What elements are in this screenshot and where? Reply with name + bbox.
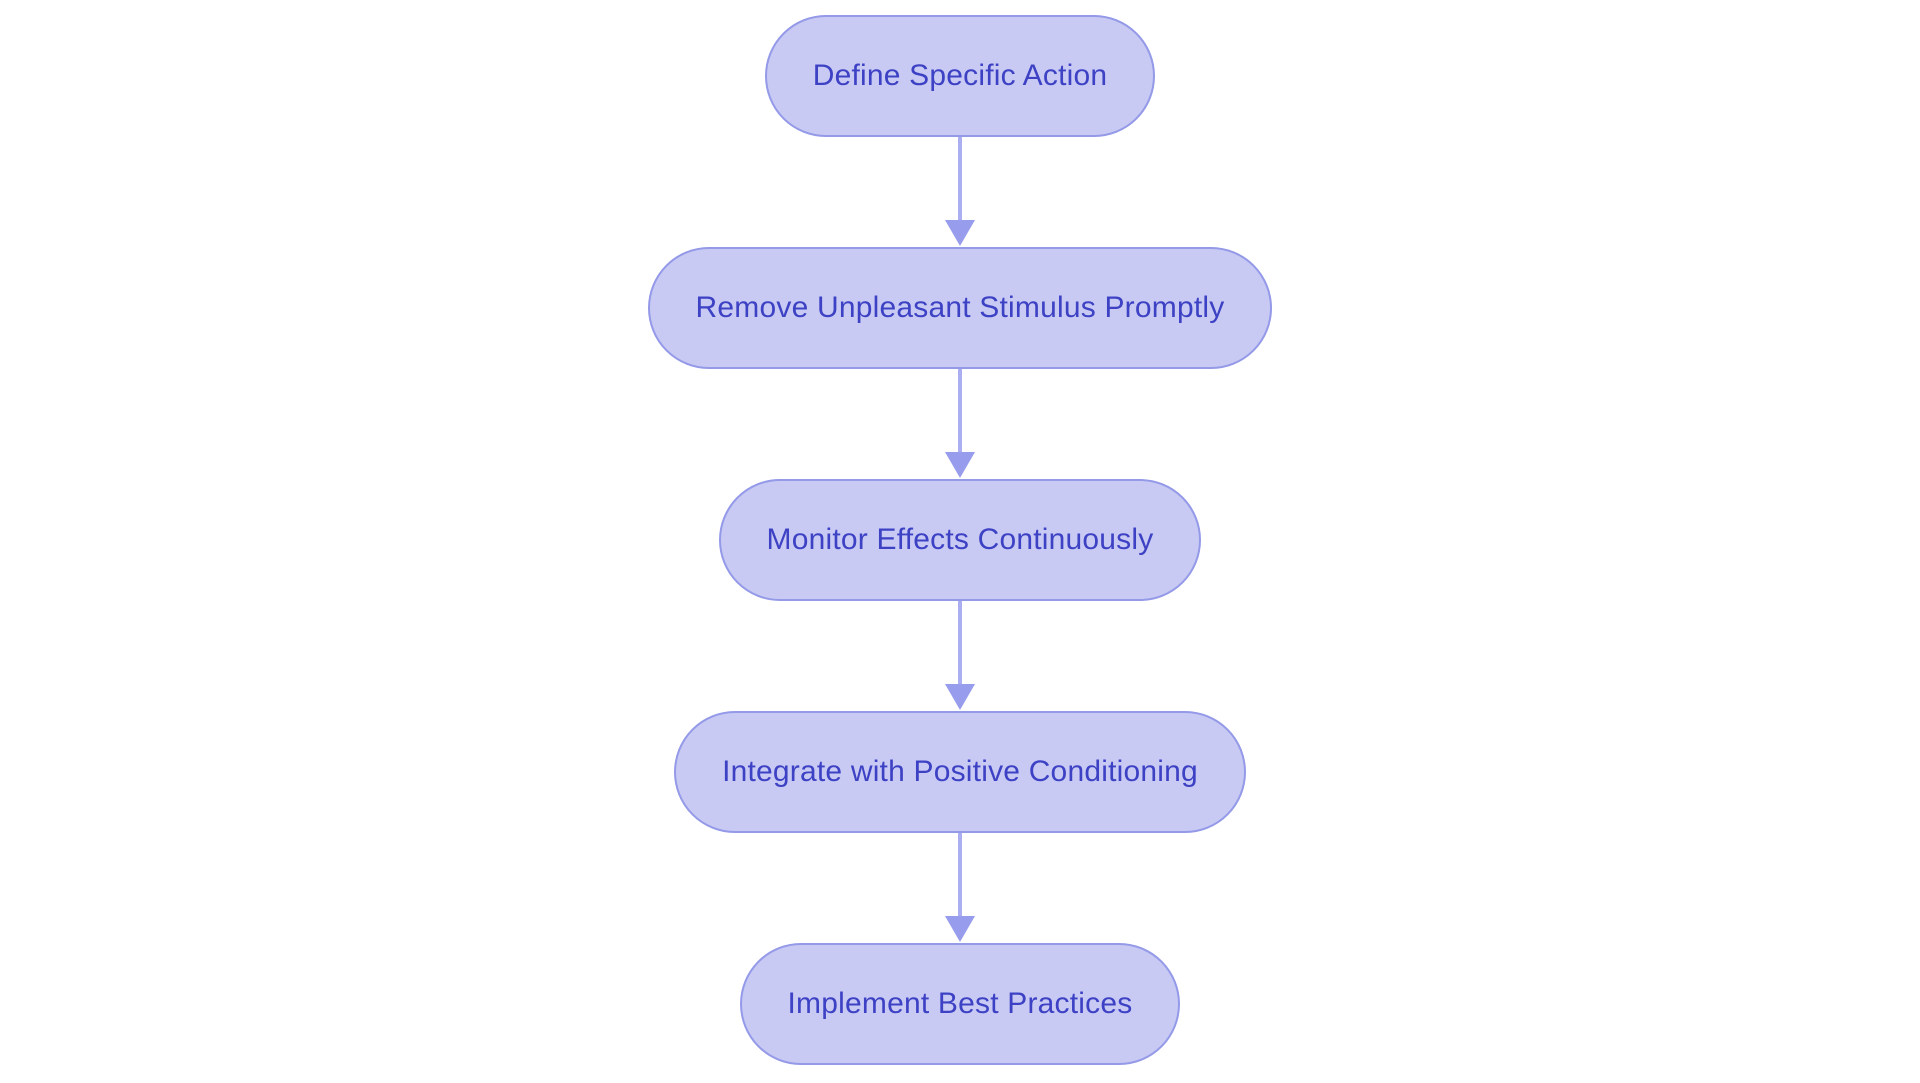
down-arrow-connector: [944, 369, 975, 479]
down-arrow-connector: [944, 833, 975, 943]
flowchart-column: Define Specific Action Remove Unpleasant…: [647, 0, 1273, 1083]
arrow-head-icon: [944, 220, 975, 246]
flowchart-node-label: Implement Best Practices: [787, 987, 1133, 1020]
flowchart-step: Integrate with Positive Conditioning: [674, 711, 1246, 943]
arrow-line: [957, 833, 962, 917]
flowchart-node-n3: Monitor Effects Continuously: [718, 479, 1202, 601]
arrow-head-icon: [944, 684, 975, 710]
flowchart-step: Remove Unpleasant Stimulus Promptly: [647, 247, 1273, 479]
arrow-line: [957, 369, 962, 453]
arrow-head-icon: [944, 916, 975, 942]
flowchart-node-label: Integrate with Positive Conditioning: [722, 755, 1198, 788]
arrow-line: [957, 601, 962, 685]
flowchart-node-n1: Define Specific Action: [764, 15, 1156, 137]
flowchart-node-n4: Integrate with Positive Conditioning: [674, 711, 1246, 833]
down-arrow-connector: [944, 137, 975, 247]
arrow-head-icon: [944, 452, 975, 478]
flowchart-step: Implement Best Practices: [739, 943, 1181, 1065]
flowchart-step: Monitor Effects Continuously: [718, 479, 1202, 711]
flowchart-node-label: Monitor Effects Continuously: [766, 523, 1154, 556]
flowchart-node-n5: Implement Best Practices: [739, 943, 1181, 1065]
flowchart-node-label: Define Specific Action: [812, 59, 1108, 92]
flowchart-node-label: Remove Unpleasant Stimulus Promptly: [695, 291, 1225, 324]
down-arrow-connector: [944, 601, 975, 711]
flowchart-step: Define Specific Action: [764, 15, 1156, 247]
flowchart-node-n2: Remove Unpleasant Stimulus Promptly: [647, 247, 1273, 369]
arrow-line: [957, 137, 962, 221]
